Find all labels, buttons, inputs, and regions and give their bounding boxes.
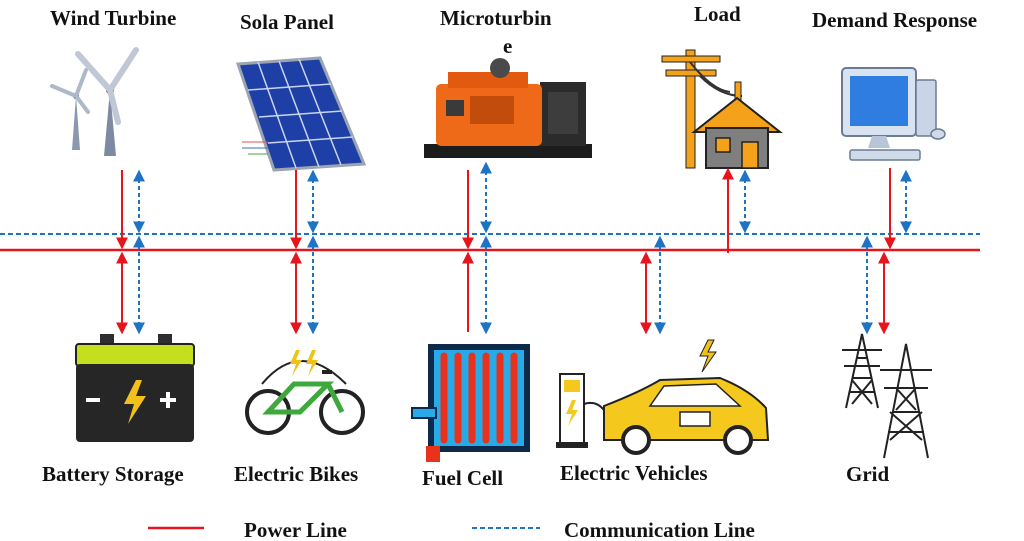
- label-grid: Grid: [846, 462, 890, 486]
- wind-turbine-icon: [50, 47, 139, 156]
- microturbine-generator-icon: [424, 58, 592, 158]
- house-load-icon: [661, 49, 783, 169]
- solar-panel-icon: [235, 56, 367, 172]
- computer-icon: [841, 67, 946, 161]
- label-electric-bikes: Electric Bikes: [234, 462, 359, 486]
- label-wind-turbine: Wind Turbine: [50, 6, 177, 30]
- transmission-tower-icon: [842, 333, 932, 459]
- label-solar-panel: Sola Panel: [240, 10, 334, 34]
- label-microturbine-line2: e: [503, 34, 513, 58]
- label-demand-response: Demand Response: [812, 8, 978, 32]
- label-load: Load: [694, 2, 741, 26]
- label-fuel-cell: Fuel Cell: [422, 466, 504, 490]
- battery-icon: [75, 334, 195, 442]
- label-microturbine-line1: Microturbin: [440, 6, 552, 30]
- fuel-cell-icon: [411, 344, 530, 462]
- legend-communication-line-label: Communication Line: [564, 518, 755, 541]
- electric-bike-icon: [245, 350, 365, 435]
- label-battery-storage: Battery Storage: [42, 462, 184, 486]
- connectors: [116, 161, 912, 335]
- label-electric-vehicles: Electric Vehicles: [560, 461, 708, 485]
- legend-power-line-label: Power Line: [244, 518, 347, 541]
- electric-car-icon: [556, 339, 770, 455]
